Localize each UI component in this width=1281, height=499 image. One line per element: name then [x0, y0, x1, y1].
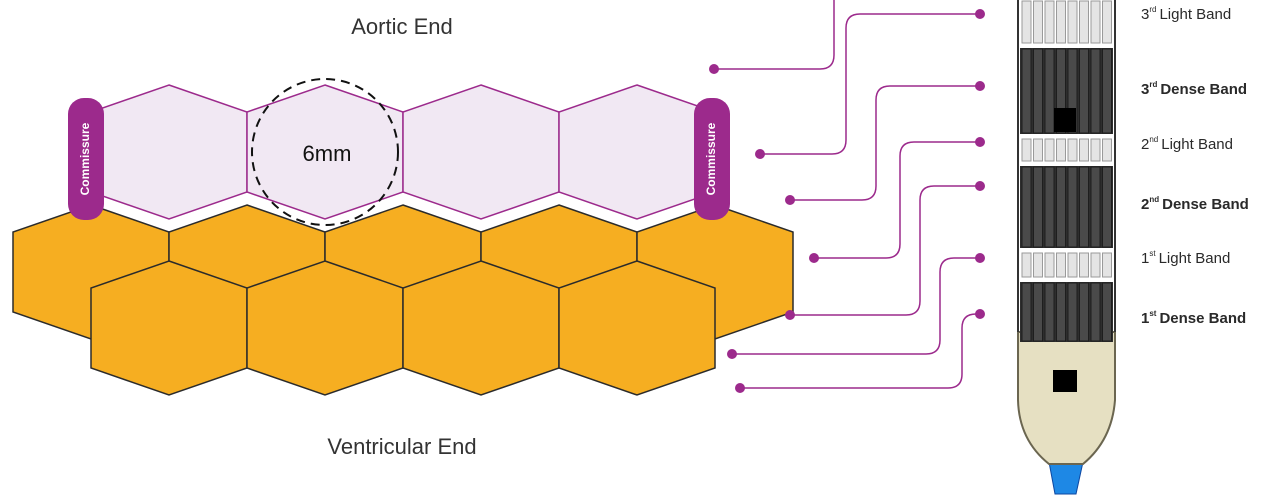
light-band — [1020, 252, 1113, 278]
marker-square-upper — [1054, 108, 1076, 132]
leaflet-hexagon — [402, 84, 560, 220]
leader-dot — [975, 181, 985, 191]
leader-dot — [785, 310, 795, 320]
diameter-circle — [251, 78, 399, 226]
leader-dot — [975, 9, 985, 19]
leader-dot — [735, 383, 745, 393]
leader-line — [785, 81, 985, 205]
marker-square-lower — [1053, 370, 1077, 392]
leader-line — [727, 253, 985, 359]
commissure-right-tab: Commissure — [694, 98, 730, 220]
specimen-base — [1017, 331, 1116, 465]
leader-dot — [975, 253, 985, 263]
leader-line — [785, 181, 985, 320]
tissue-hexagon — [90, 260, 248, 396]
leader-dot — [755, 149, 765, 159]
tissue-hexagon — [402, 260, 560, 396]
leaflet-hexagon — [558, 84, 716, 220]
leader-line — [809, 137, 985, 263]
leader-line — [709, 0, 835, 74]
commissure-left-tab: Commissure — [68, 98, 104, 220]
leader-line — [755, 9, 985, 159]
leader-dot — [975, 309, 985, 319]
leader-dot — [975, 137, 985, 147]
diameter-label: 6mm — [303, 141, 352, 166]
leader-dot — [809, 253, 819, 263]
aortic-end-label: Aortic End — [351, 14, 453, 39]
dense-band — [1020, 166, 1113, 248]
leader-line — [735, 309, 985, 393]
tissue-hexagon — [246, 260, 404, 396]
tissue-hexagon — [558, 260, 716, 396]
commissure-right-label: Commissure — [704, 122, 718, 195]
hexagon-grid — [12, 84, 794, 396]
commissure-left-label: Commissure — [78, 122, 92, 195]
specimen-tip — [1048, 461, 1084, 495]
leaflet-hexagon — [90, 84, 248, 220]
dense-band — [1020, 282, 1113, 342]
leader-dot — [709, 64, 719, 74]
specimen-strip — [1017, 0, 1116, 495]
leader-dot — [975, 81, 985, 91]
light-band — [1020, 138, 1113, 162]
specimen-outline — [1017, 0, 1116, 332]
leader-dot — [785, 195, 795, 205]
leader-lines — [709, 0, 985, 393]
light-band — [1020, 0, 1113, 44]
leader-dot — [727, 349, 737, 359]
ventricular-end-label: Ventricular End — [327, 434, 476, 459]
